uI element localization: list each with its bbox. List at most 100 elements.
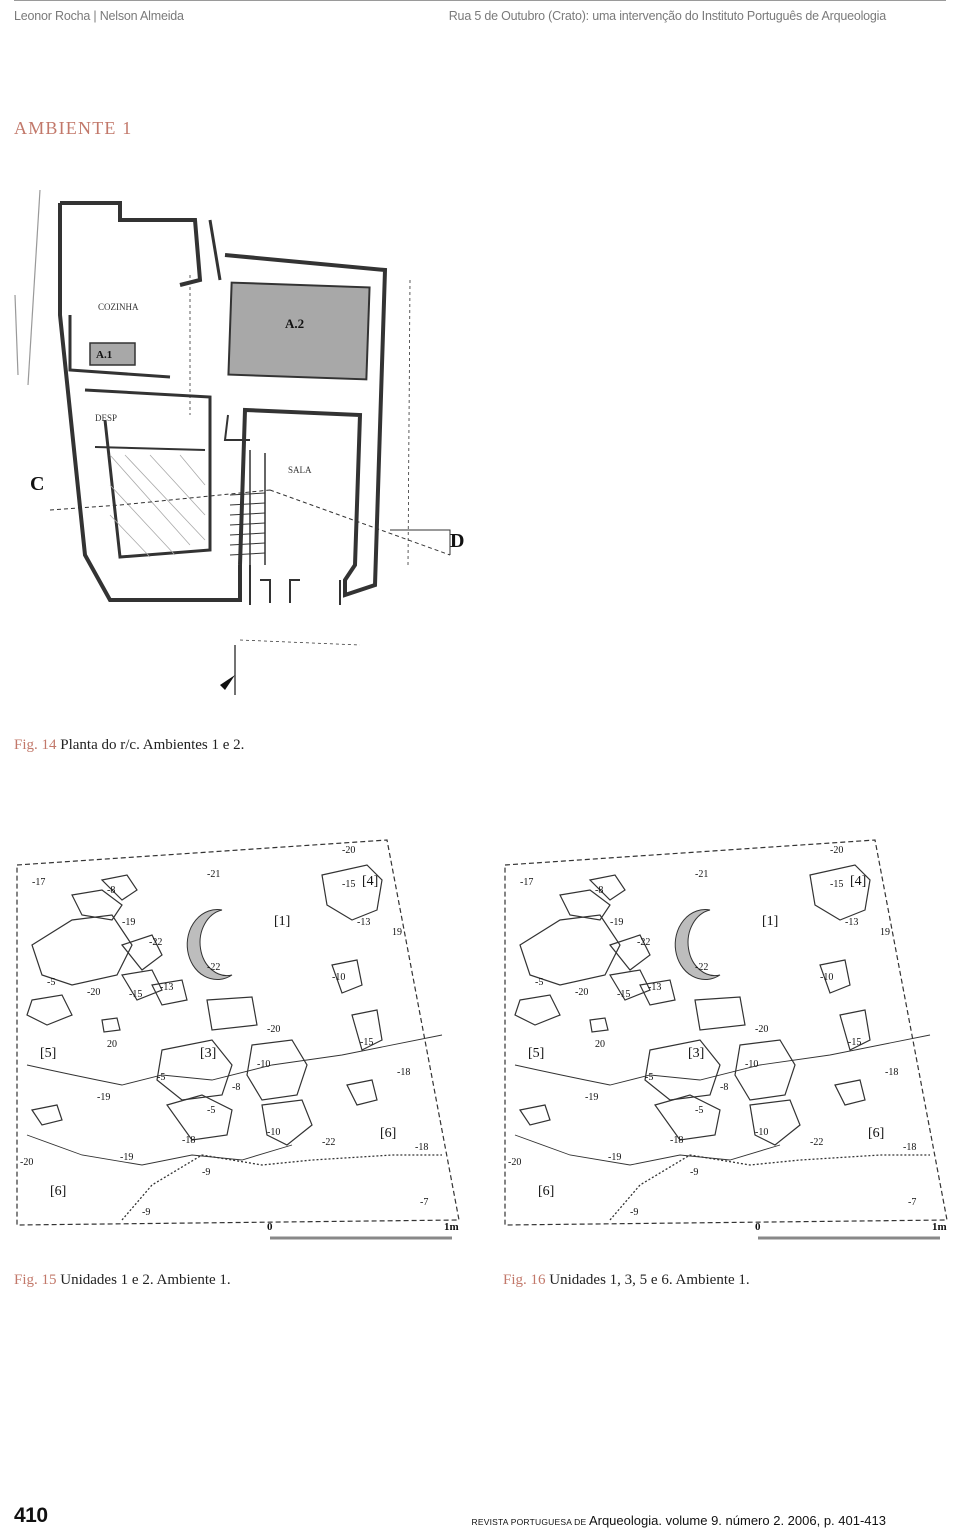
journal-citation-main: Arqueologia. volume 9. número 2. 2006, p… (588, 1513, 886, 1528)
svg-text:-15: -15 (830, 879, 843, 890)
figure-14-floor-plan: A.2 A.1 COZINHA DESP SALA C D (10, 185, 480, 715)
svg-text:-10: -10 (820, 972, 833, 983)
svg-text:-5: -5 (645, 1072, 653, 1083)
svg-text:-9: -9 (202, 1167, 210, 1178)
svg-text:-7: -7 (420, 1197, 428, 1208)
figure-14-caption-number: Fig. 14 (14, 737, 57, 753)
figure-16-caption: Fig. 16 Unidades 1, 3, 5 e 6. Ambiente 1… (503, 1272, 750, 1289)
svg-text:[3]: [3] (200, 1046, 216, 1061)
svg-text:0: 0 (267, 1221, 273, 1233)
svg-text:-19: -19 (585, 1092, 598, 1103)
svg-text:-22: -22 (322, 1137, 335, 1148)
svg-text:-18: -18 (415, 1142, 428, 1153)
svg-text:-22: -22 (637, 937, 650, 948)
label-a1: A.1 (96, 349, 112, 361)
svg-text:-20: -20 (830, 845, 843, 856)
svg-text:[1]: [1] (274, 914, 290, 929)
svg-text:-20: -20 (267, 1024, 280, 1035)
label-a2: A.2 (285, 316, 304, 331)
svg-text:-21: -21 (695, 869, 708, 880)
svg-text:-18: -18 (903, 1142, 916, 1153)
svg-text:[1]: [1] (762, 914, 778, 929)
svg-text:-20: -20 (755, 1024, 768, 1035)
excavation-plan-drawing-15: -20 -17 -21 -8 -15 -19 -13 -22 -22 -10 -… (16, 839, 460, 1240)
label-section-c: C (30, 473, 44, 495)
figure-15-caption: Fig. 15 Unidades 1 e 2. Ambiente 1. (14, 1272, 231, 1289)
svg-text:-7: -7 (908, 1197, 916, 1208)
svg-text:[6]: [6] (868, 1126, 884, 1141)
figure-15-excavation-plan: -20 -17 -21 -8 -15 -19 -13 -22 -22 -10 -… (12, 835, 468, 1245)
svg-text:[4]: [4] (850, 874, 866, 889)
svg-text:-10: -10 (257, 1059, 270, 1070)
svg-text:1m: 1m (444, 1221, 459, 1233)
label-section-d: D (450, 530, 464, 552)
svg-text:[3]: [3] (688, 1046, 704, 1061)
svg-text:0: 0 (755, 1221, 761, 1233)
room-a1-shaded (89, 342, 136, 366)
svg-text:-10: -10 (755, 1127, 768, 1138)
svg-text:20: 20 (107, 1039, 117, 1050)
room-a2-shaded (227, 281, 371, 381)
svg-text:19: 19 (880, 927, 890, 938)
svg-text:-8: -8 (107, 885, 115, 896)
svg-text:[5]: [5] (40, 1046, 56, 1061)
figure-15-caption-number: Fig. 15 (14, 1272, 57, 1288)
section-title: AMBIENTE 1 (14, 118, 133, 138)
svg-text:-10: -10 (745, 1059, 758, 1070)
svg-text:-5: -5 (47, 977, 55, 988)
svg-text:-21: -21 (207, 869, 220, 880)
svg-text:-17: -17 (32, 877, 45, 888)
figure-16-excavation-plan: -20 -17 -21 -8 -15 -19 -13 -22 -22 -10 -… (500, 835, 956, 1245)
svg-text:-15: -15 (342, 879, 355, 890)
svg-text:-5: -5 (157, 1072, 165, 1083)
svg-text:-19: -19 (608, 1152, 621, 1163)
svg-text:-10: -10 (332, 972, 345, 983)
header-authors: Leonor Rocha | Nelson Almeida (14, 9, 184, 23)
journal-name-small: REVISTA PORTUGUESA DE (471, 1517, 589, 1527)
svg-text:-9: -9 (690, 1167, 698, 1178)
figure-16-caption-number: Fig. 16 (503, 1272, 546, 1288)
header-article-title: Rua 5 de Outubro (Crato): uma intervençã… (448, 9, 886, 23)
svg-text:[6]: [6] (380, 1126, 396, 1141)
label-cozinha: COZINHA (98, 302, 139, 312)
svg-text:-20: -20 (508, 1157, 521, 1168)
svg-text:-19: -19 (122, 917, 135, 928)
label-desp: DESP (95, 413, 117, 423)
figure-16-caption-text: Unidades 1, 3, 5 e 6. Ambiente 1. (545, 1272, 750, 1288)
svg-text:-15: -15 (848, 1037, 861, 1048)
svg-text:[4]: [4] (362, 874, 378, 889)
svg-text:-13: -13 (357, 917, 370, 928)
svg-text:-9: -9 (142, 1207, 150, 1218)
svg-text:-5: -5 (535, 977, 543, 988)
figure-14-caption-text: Planta do r/c. Ambientes 1 e 2. (56, 737, 245, 753)
svg-text:20: 20 (595, 1039, 605, 1050)
svg-text:-22: -22 (149, 937, 162, 948)
svg-text:-5: -5 (207, 1105, 215, 1116)
svg-text:-20: -20 (342, 845, 355, 856)
svg-text:-15: -15 (617, 989, 630, 1000)
svg-text:-20: -20 (87, 987, 100, 998)
svg-text:[6]: [6] (50, 1184, 66, 1199)
svg-text:-10: -10 (267, 1127, 280, 1138)
svg-text:-19: -19 (120, 1152, 133, 1163)
svg-text:-20: -20 (575, 987, 588, 998)
figure-15-caption-text: Unidades 1 e 2. Ambiente 1. (56, 1272, 231, 1288)
svg-text:[6]: [6] (538, 1184, 554, 1199)
excavation-plan-drawing-16: -20 -17 -21 -8 -15 -19 -13 -22 -22 -10 -… (504, 839, 948, 1240)
svg-text:-13: -13 (648, 982, 661, 993)
svg-text:-8: -8 (720, 1082, 728, 1093)
label-sala: SALA (288, 465, 312, 475)
svg-text:-13: -13 (160, 982, 173, 993)
north-arrow-icon (220, 675, 235, 690)
svg-text:-8: -8 (232, 1082, 240, 1093)
page-number: 410 (14, 1504, 48, 1527)
svg-text:-19: -19 (97, 1092, 110, 1103)
svg-text:-13: -13 (845, 917, 858, 928)
svg-text:-18: -18 (397, 1067, 410, 1078)
svg-text:-9: -9 (630, 1207, 638, 1218)
svg-text:-15: -15 (360, 1037, 373, 1048)
svg-text:-22: -22 (207, 962, 220, 973)
svg-text:-20: -20 (20, 1157, 33, 1168)
svg-text:-18: -18 (182, 1135, 195, 1146)
svg-text:-8: -8 (595, 885, 603, 896)
